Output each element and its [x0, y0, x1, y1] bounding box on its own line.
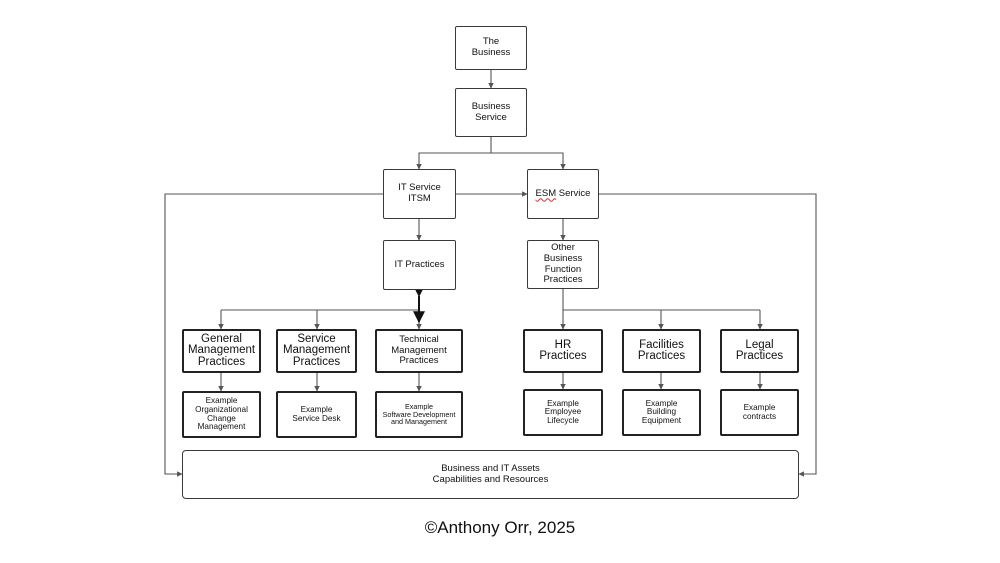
connector-esm-to-assets [599, 193, 817, 477]
copyright-text: ©Anthony Orr, 2025 [424, 518, 576, 537]
connector-other-branch [562, 289, 760, 311]
box-example-building-equipment: Example Building Equipment [622, 389, 701, 436]
connector-service-to-esm [491, 152, 566, 170]
box-business-service: Business Service [455, 88, 527, 137]
box-example-service-desk: Example Service Desk [276, 391, 357, 438]
connector-itsm-to-assets [164, 193, 383, 477]
esm-label: ESM [535, 187, 557, 199]
box-it-practices: IT Practices [383, 240, 456, 290]
box-example-software-development: Example Software Development and Managem… [375, 391, 463, 438]
box-esm-service: ESM Service [527, 169, 599, 219]
box-the-business: The Business [455, 26, 527, 70]
box-hr-practices: HR Practices [523, 329, 603, 373]
connector-service-split [416, 137, 492, 170]
box-example-contracts: Example contracts [720, 389, 799, 436]
box-example-organizational-change: Example Organizational Change Management [182, 391, 261, 438]
box-other-business-function-practices: Other Business Function Practices [527, 240, 599, 289]
box-service-management-practices: Service Management Practices [276, 329, 357, 373]
box-facilities-practices: Facilities Practices [622, 329, 701, 373]
box-general-management-practices: General Management Practices [182, 329, 261, 373]
box-technical-management-practices: Technical Management Practices [375, 329, 463, 373]
box-example-employee-lifecycle: Example Employee Lifecycle [523, 389, 603, 436]
box-legal-practices: Legal Practices [720, 329, 799, 373]
box-business-it-assets: Business and IT Assets Capabilities and … [182, 450, 799, 499]
box-it-service-itsm: IT Service ITSM [383, 169, 456, 219]
esm-service-label: Service [556, 187, 591, 199]
